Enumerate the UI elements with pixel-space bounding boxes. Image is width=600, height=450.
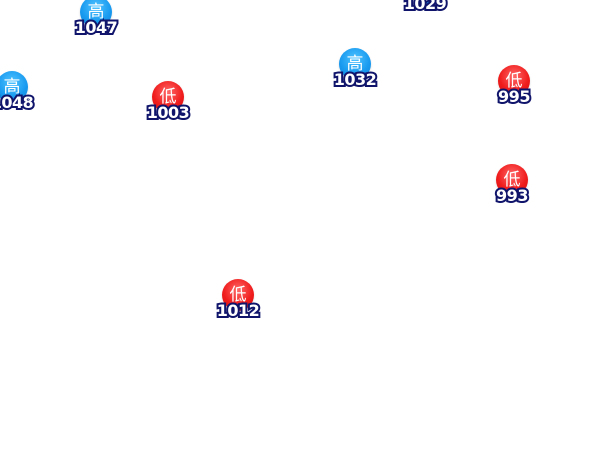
pressure-marker-low[interactable]: 低 1003 xyxy=(138,81,198,133)
pressure-value-outline: 1029 xyxy=(402,0,449,15)
pressure-marker-high[interactable]: 高 1047 xyxy=(66,0,126,48)
pressure-value-outline: 1032 xyxy=(332,68,379,91)
low-pressure-badge: 低 xyxy=(152,81,184,113)
pressure-marker-high[interactable]: 高 1029 xyxy=(395,0,455,24)
pressure-value-outline: 1012 xyxy=(215,299,262,322)
pressure-marker-low[interactable]: 低 1012 xyxy=(208,279,268,331)
high-pressure-badge: 高 xyxy=(409,0,441,4)
high-pressure-badge: 高 xyxy=(339,48,371,80)
pressure-value-outline: 1003 xyxy=(145,101,192,124)
high-pressure-badge: 高 xyxy=(80,0,112,28)
pressure-marker-high[interactable]: 高 1048 xyxy=(0,71,42,123)
pressure-value-outline: 1047 xyxy=(73,16,120,39)
low-pressure-badge: 低 xyxy=(498,65,530,97)
high-pressure-badge: 高 xyxy=(0,71,28,103)
pressure-marker-low[interactable]: 低 995 xyxy=(484,65,544,117)
pressure-value-outline: 993 xyxy=(494,184,530,207)
low-pressure-badge: 低 xyxy=(496,164,528,196)
pressure-marker-low[interactable]: 低 993 xyxy=(482,164,542,216)
low-pressure-badge: 低 xyxy=(222,279,254,311)
pressure-marker-high[interactable]: 高 1032 xyxy=(325,48,385,100)
pressure-value-outline: 995 xyxy=(496,85,532,108)
pressure-value-outline: 1048 xyxy=(0,91,36,114)
